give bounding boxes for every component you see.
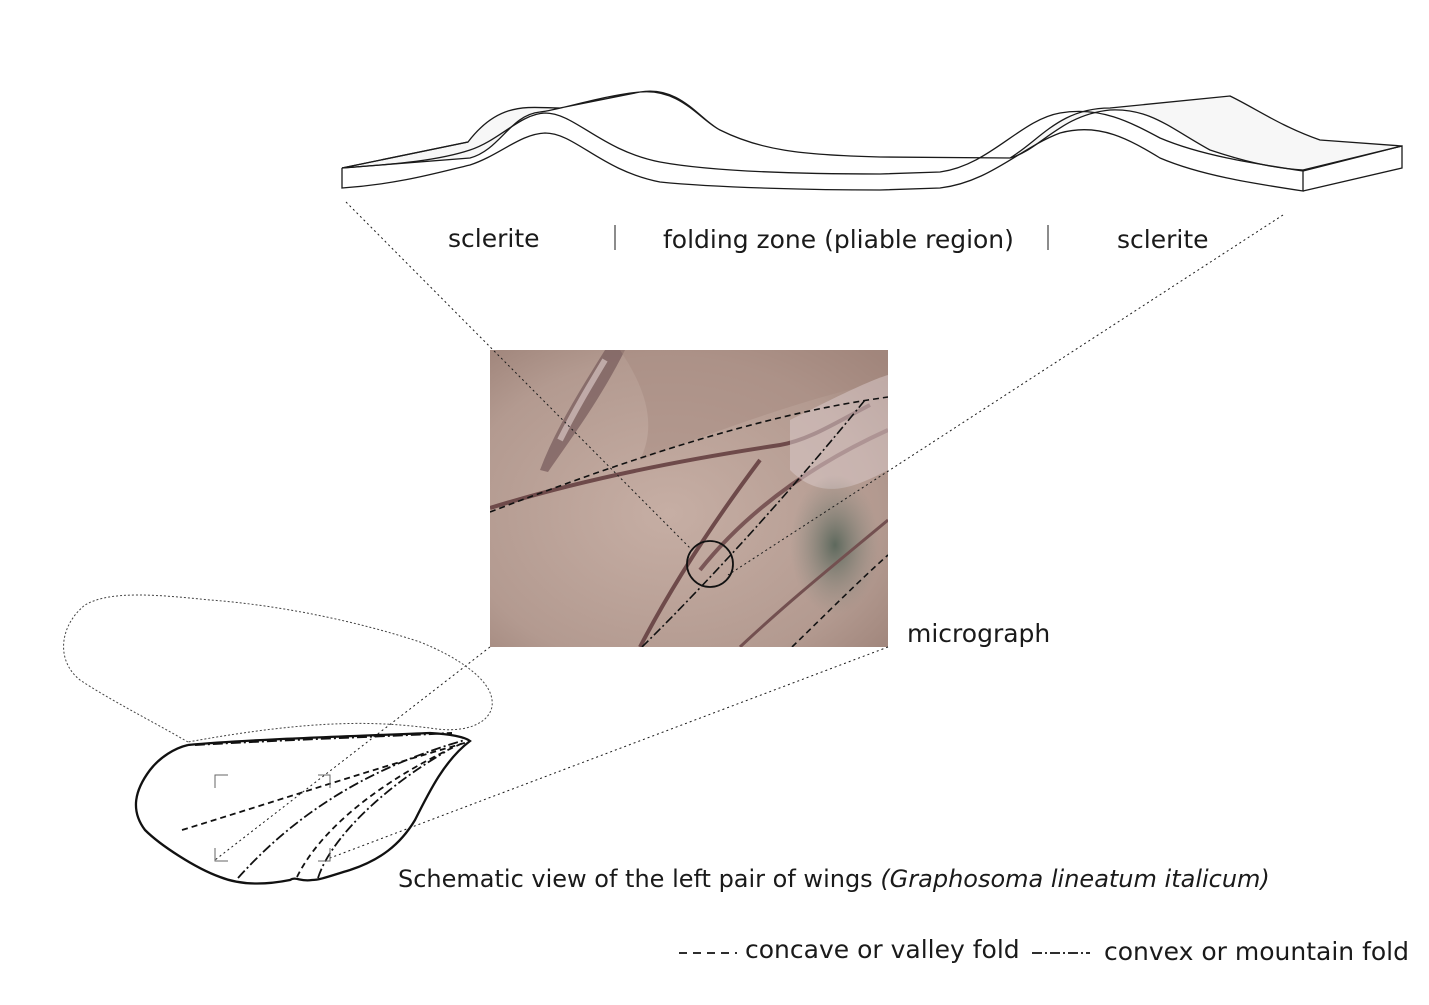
region-marker-bottom-left	[214, 848, 228, 862]
wing-mountain-fold-top	[194, 732, 453, 746]
legend-mountain-label: convex or mountain fold	[1104, 937, 1409, 966]
proj-micro-to-wing-right	[329, 646, 889, 859]
caption: Schematic view of the left pair of wings…	[398, 865, 1270, 893]
cross-section-left-end-top	[341, 141, 469, 169]
projection-lines	[214, 201, 1284, 861]
label-sclerite-right: sclerite	[1117, 225, 1209, 254]
micrograph-top-band	[620, 350, 888, 460]
label-micrograph: micrograph	[907, 619, 1050, 648]
region-marker-top-right	[318, 774, 331, 788]
micrograph-vein-branch	[638, 458, 762, 647]
micrograph-magnify-circle	[686, 540, 734, 588]
wing-mountain-fold-4	[317, 751, 446, 879]
micrograph-valley-fold-lower	[791, 554, 888, 647]
micrograph-valley-fold-upper	[490, 396, 888, 513]
cross-section-right-end	[1302, 145, 1403, 192]
micrograph-vein-highlight	[557, 358, 608, 442]
micrograph-image	[490, 350, 888, 647]
label-folding-zone: folding zone (pliable region)	[663, 225, 1014, 254]
cross-section-top-face	[341, 90, 1403, 171]
proj-circle-to-section-right	[727, 214, 1284, 576]
micrograph-mountain-fold	[641, 399, 866, 647]
forewing-outline	[63, 594, 493, 743]
wing-valley-fold-3	[296, 741, 466, 878]
region-marker-top-left	[214, 774, 228, 788]
caption-main: Schematic view of the left pair of wings	[398, 865, 880, 893]
proj-circle-to-section-left	[345, 201, 693, 551]
wing-valley-fold-1	[181, 741, 469, 831]
label-sclerite-left: sclerite	[448, 224, 540, 253]
micrograph-vein-upper	[540, 350, 625, 472]
micrograph-dark-spot	[790, 475, 880, 615]
caption-species: (Graphosoma lineatum italicum)	[880, 865, 1269, 893]
cross-section-drawing	[341, 90, 1403, 192]
legend-valley-label: concave or valley fold	[745, 935, 1020, 964]
legend: concave or valley fold convex or mountai…	[679, 935, 1409, 966]
proj-micro-to-wing-left	[214, 646, 491, 861]
region-marker-bottom-right	[318, 848, 331, 862]
cross-section-front-edge	[341, 110, 1304, 192]
micrograph-vein-lower	[738, 518, 888, 647]
wing-schematic	[63, 594, 493, 885]
